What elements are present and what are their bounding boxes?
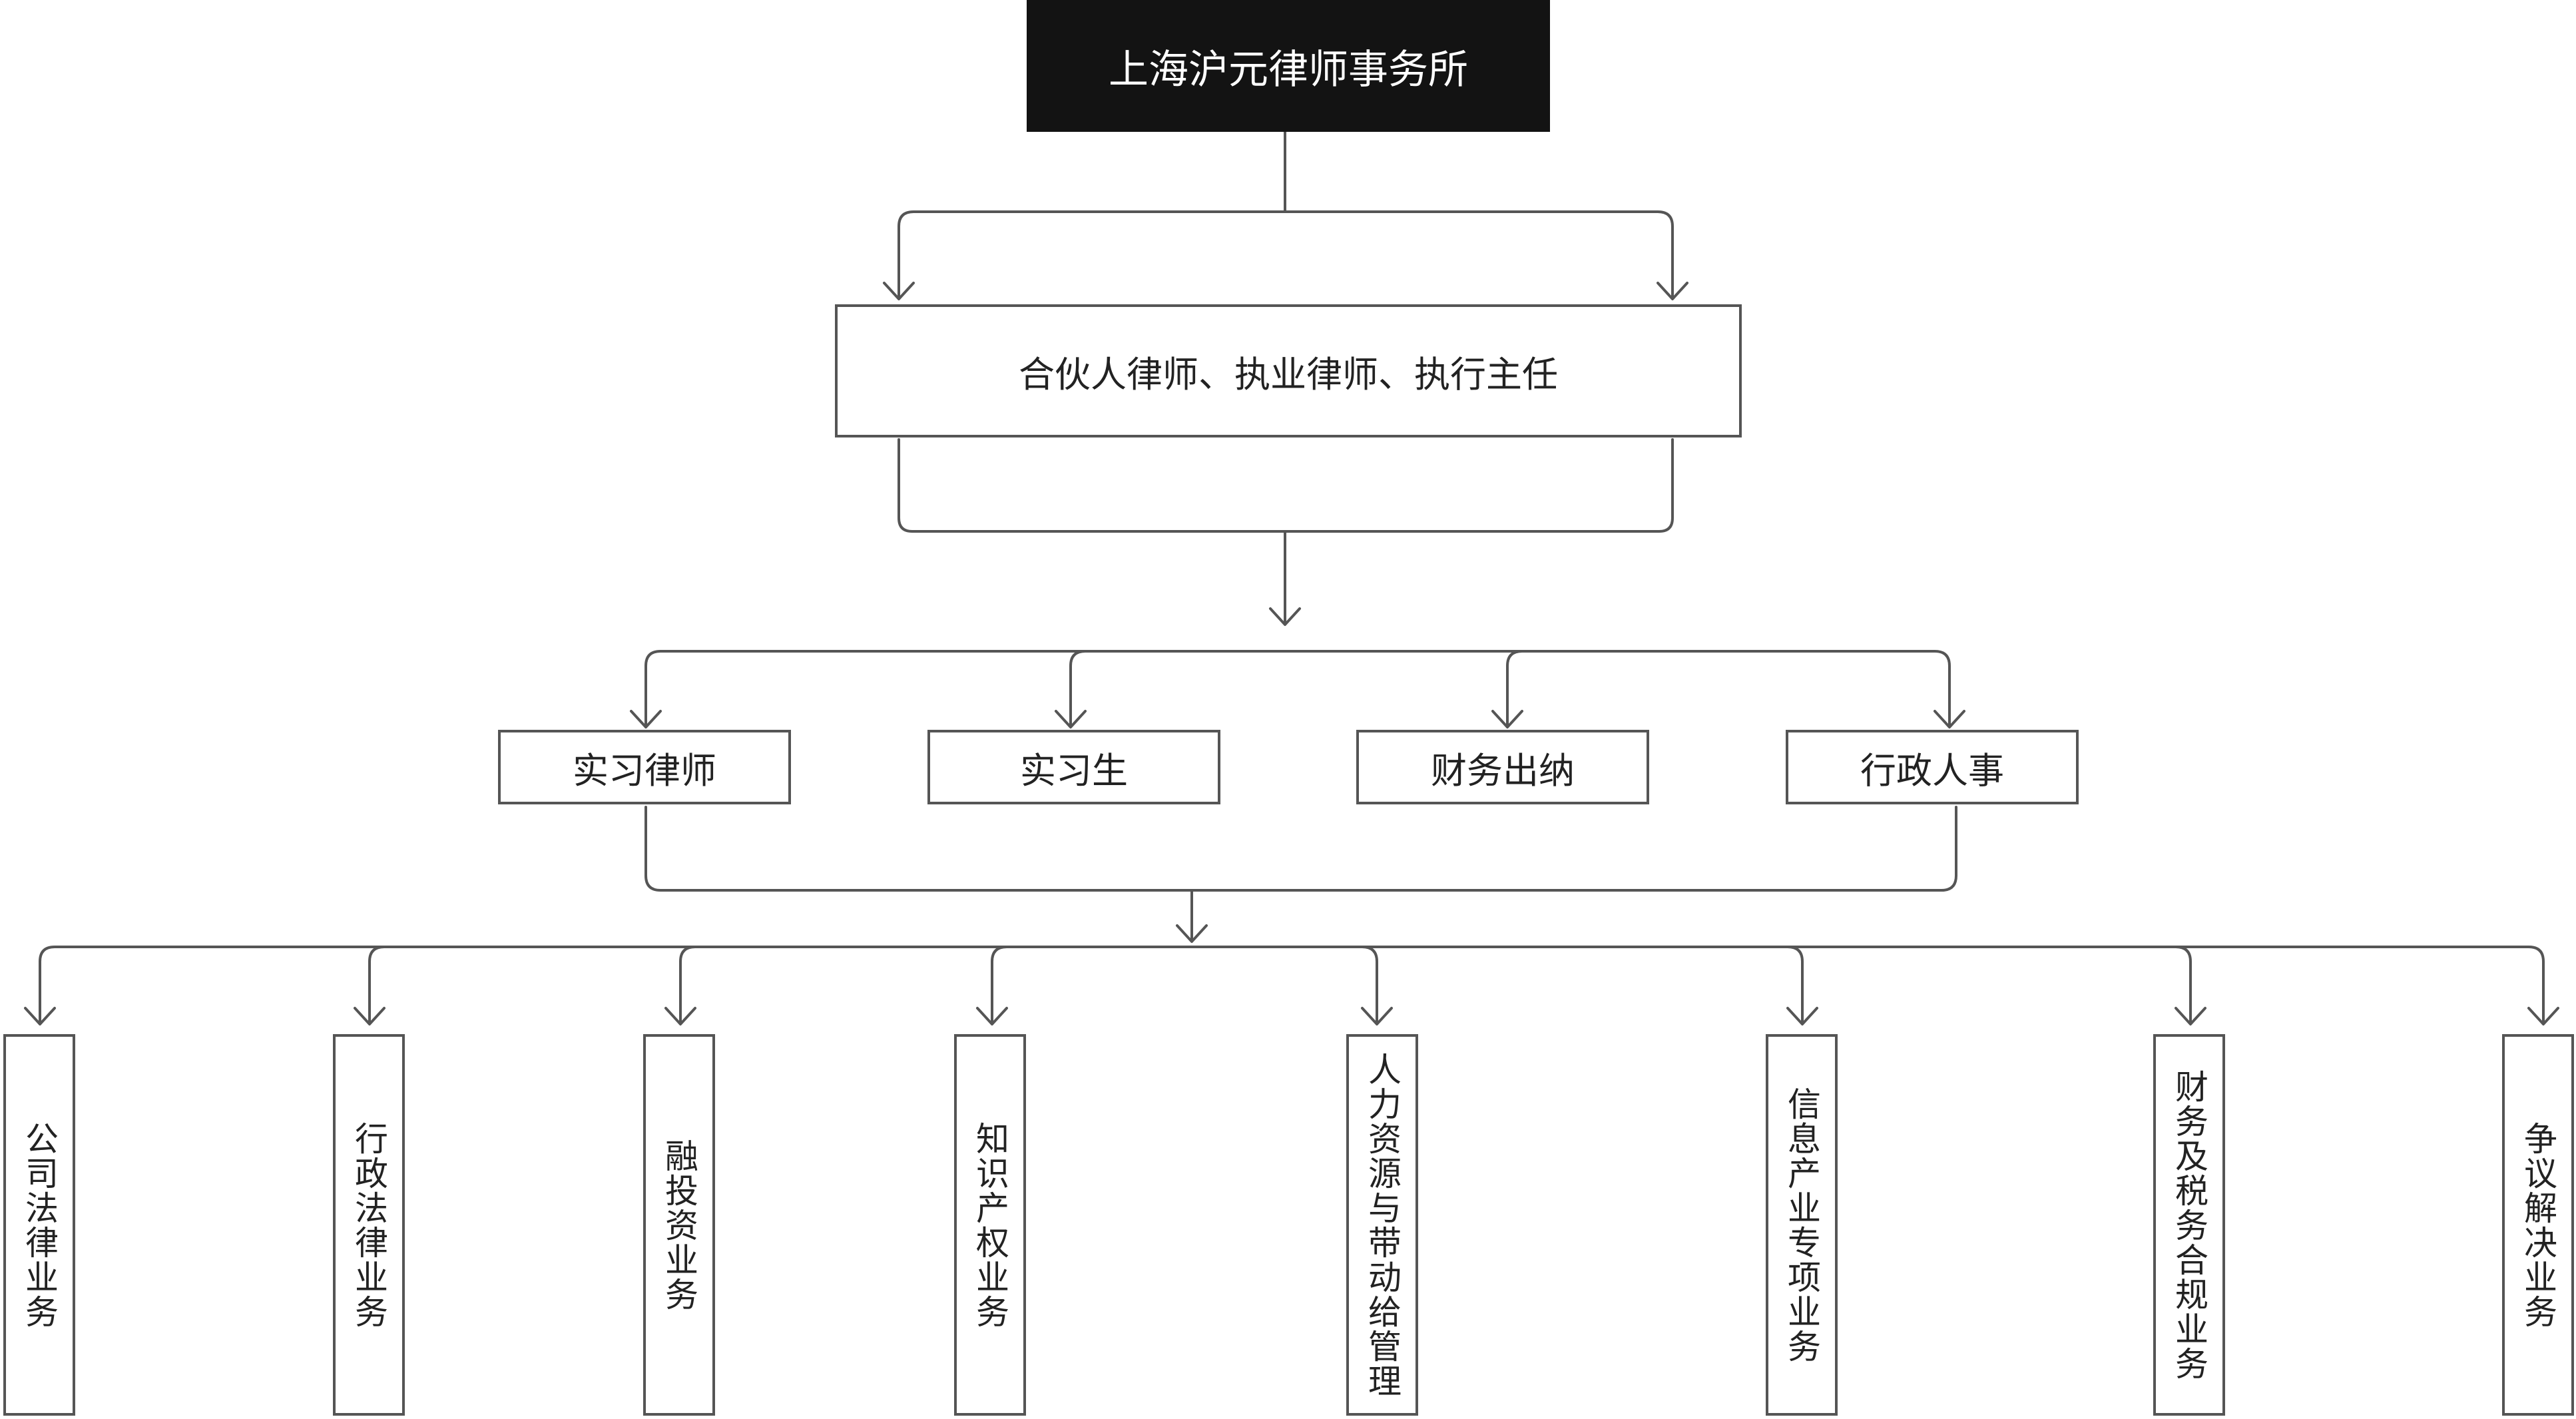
node-practice-administrative: 行政法律业务 (333, 1034, 405, 1416)
arrowhead (1491, 710, 1523, 728)
node-practice-investment: 融投资业务 (643, 1034, 715, 1416)
node-label: 行政人事 (1860, 749, 2004, 792)
node-practice-ip: 知识产权业务 (954, 1034, 1026, 1416)
node-finance-cashier: 财务出纳 (1356, 730, 1649, 804)
node-intern: 实习生 (927, 730, 1220, 804)
arrowhead (630, 710, 662, 728)
node-label: 融投资业务 (660, 1138, 698, 1312)
node-firm-label: 上海沪元律师事务所 (1109, 46, 1468, 93)
arrowhead (2527, 1007, 2559, 1025)
arrowhead (883, 282, 915, 300)
connector-staff-practice (644, 806, 1957, 940)
node-label: 信息产业专项业务 (1782, 1086, 1821, 1364)
node-admin-hr: 行政人事 (1786, 730, 2079, 804)
node-partners-label: 合伙人律师、执业律师、执行主任 (1019, 353, 1558, 396)
connector-practice-bus (39, 946, 2545, 1025)
arrowhead (1786, 1007, 1818, 1025)
node-partners: 合伙人律师、执业律师、执行主任 (835, 304, 1742, 437)
node-label: 实习生 (1020, 749, 1128, 792)
node-intern-lawyer: 实习律师 (498, 730, 791, 804)
node-label: 知识产权业务 (971, 1121, 1009, 1329)
node-label: 人力资源与带动给管理 (1363, 1051, 1402, 1398)
node-label: 财务出纳 (1431, 749, 1575, 792)
arrowhead (2175, 1007, 2206, 1025)
arrowhead (1176, 924, 1208, 943)
arrowhead (1055, 710, 1087, 728)
node-practice-tax-compliance: 财务及税务合规业务 (2153, 1034, 2225, 1416)
node-label: 财务及税务合规业务 (2170, 1069, 2208, 1381)
arrowhead (24, 1007, 56, 1025)
node-practice-corporate: 公司法律业务 (3, 1034, 75, 1416)
connector-root-partners (898, 131, 1674, 298)
node-practice-hr: 人力资源与带动给管理 (1346, 1034, 1418, 1416)
arrowhead (1933, 710, 1965, 728)
node-label: 争议解决业务 (2519, 1121, 2557, 1329)
arrowhead (664, 1007, 696, 1025)
node-label: 公司法律业务 (20, 1121, 59, 1329)
node-firm: 上海沪元律师事务所 (1027, 0, 1550, 132)
arrowhead (976, 1007, 1008, 1025)
arrowhead (1657, 282, 1688, 300)
arrowhead (1361, 1007, 1393, 1025)
connector-partners-staff (898, 438, 1674, 624)
arrowhead (1269, 607, 1301, 626)
node-practice-disputes: 争议解决业务 (2502, 1034, 2574, 1416)
node-label: 实习律师 (573, 749, 716, 792)
connector-staff-bus (644, 650, 1951, 727)
node-label: 行政法律业务 (350, 1121, 388, 1329)
arrowhead (354, 1007, 386, 1025)
node-practice-it: 信息产业专项业务 (1766, 1034, 1838, 1416)
